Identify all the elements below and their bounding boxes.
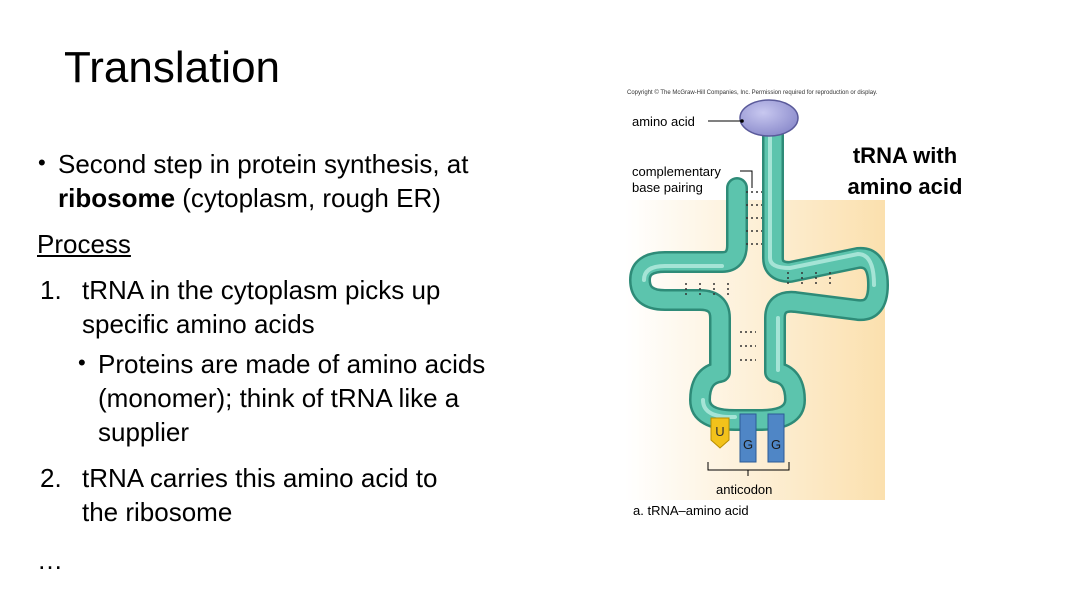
step-2-number: 2.: [40, 463, 62, 493]
trna-callout: tRNA with amino acid: [830, 140, 980, 202]
bullet-1-line-1: Second step in protein synthesis, at: [58, 149, 469, 179]
sub-bullet-line-2: (monomer); think of tRNA like a: [98, 383, 460, 413]
callout-line-1: tRNA with: [852, 143, 958, 168]
copyright-text: Copyright © The McGraw-Hill Companies, I…: [627, 89, 878, 96]
step-2-line-1: tRNA carries this amino acid to: [82, 463, 438, 493]
base-g-1-label: G: [743, 437, 753, 452]
sub-bullet-line-3: supplier: [98, 417, 190, 447]
base-g-2-label: G: [771, 437, 781, 452]
base-g-1-icon: [739, 413, 757, 463]
sub-bullet-icon: •: [78, 350, 86, 375]
bullet-icon: •: [38, 150, 46, 175]
base-g-2-icon: [767, 413, 785, 463]
step-2-line-2: the ribosome: [82, 497, 233, 527]
step-1-line-2: specific amino acids: [82, 309, 315, 339]
step-1-line-1: tRNA in the cytoplasm picks up: [82, 275, 441, 305]
base-pairing-lines: [685, 191, 831, 361]
bullet-1-rest: (cytoplasm, rough ER): [175, 183, 441, 213]
pairing-leader: [740, 170, 753, 188]
callout-line-2: amino acid: [847, 174, 963, 199]
pairing-label-1: complementary: [632, 164, 721, 179]
base-u-label: U: [715, 424, 724, 439]
process-heading: Process: [37, 227, 131, 261]
pairing-label-2: base pairing: [632, 180, 703, 195]
slide-title: Translation: [64, 43, 281, 92]
amino-acid-label: amino acid: [632, 114, 695, 129]
process-heading-text: Process: [37, 229, 131, 259]
amino-acid-icon: [739, 99, 799, 137]
anticodon-label: anticodon: [716, 482, 772, 497]
ellipsis: …: [37, 545, 63, 575]
bold-ribosome: ribosome: [58, 183, 176, 213]
bullet-1-line-2: ribosome (cytoplasm, rough ER): [58, 181, 441, 215]
base-u-icon: [710, 417, 730, 449]
figure-caption: a. tRNA–amino acid: [633, 503, 749, 518]
sub-bullet-line-1: Proteins are made of amino acids: [98, 349, 486, 379]
step-1-number: 1.: [40, 275, 62, 305]
